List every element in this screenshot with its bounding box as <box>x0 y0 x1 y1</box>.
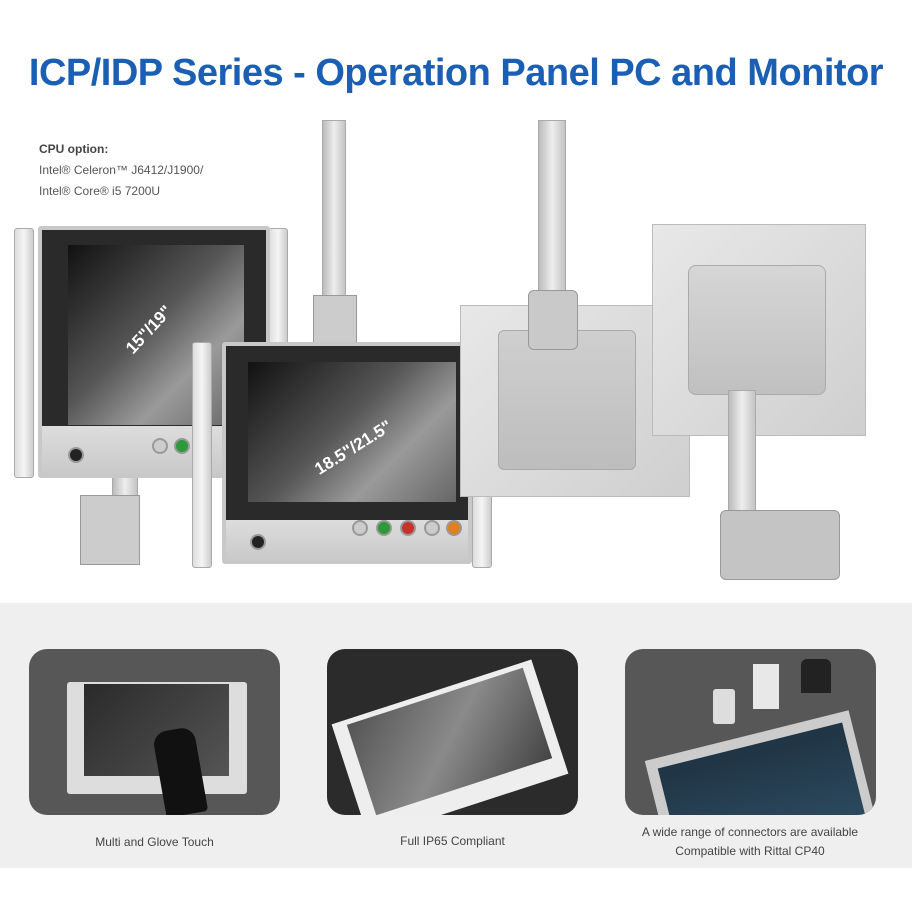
cpu-line-1: Intel® Celeron™ J6412/J1900/ <box>39 163 204 177</box>
cpu-line-2: Intel® Core® i5 7200U <box>39 184 161 198</box>
feature-card-glove-touch <box>29 649 280 815</box>
feature-card-connectors <box>625 649 876 815</box>
page-title: ICP/IDP Series - Operation Panel PC and … <box>28 52 884 94</box>
caption-glove-touch: Multi and Glove Touch <box>95 835 214 849</box>
cpu-options: CPU option: Intel® Celeron™ J6412/J1900/… <box>39 139 203 202</box>
feature-card-ip65 <box>327 649 578 815</box>
caption-connectors-line-2: Compatible with Rittal CP40 <box>675 844 825 858</box>
caption-ip65: Full IP65 Compliant <box>400 834 505 848</box>
caption-connectors-line-1: A wide range of connectors are available <box>641 825 859 839</box>
caption-connectors: A wide range of connectors are available… <box>610 823 890 861</box>
cpu-heading: CPU option: <box>39 142 109 156</box>
